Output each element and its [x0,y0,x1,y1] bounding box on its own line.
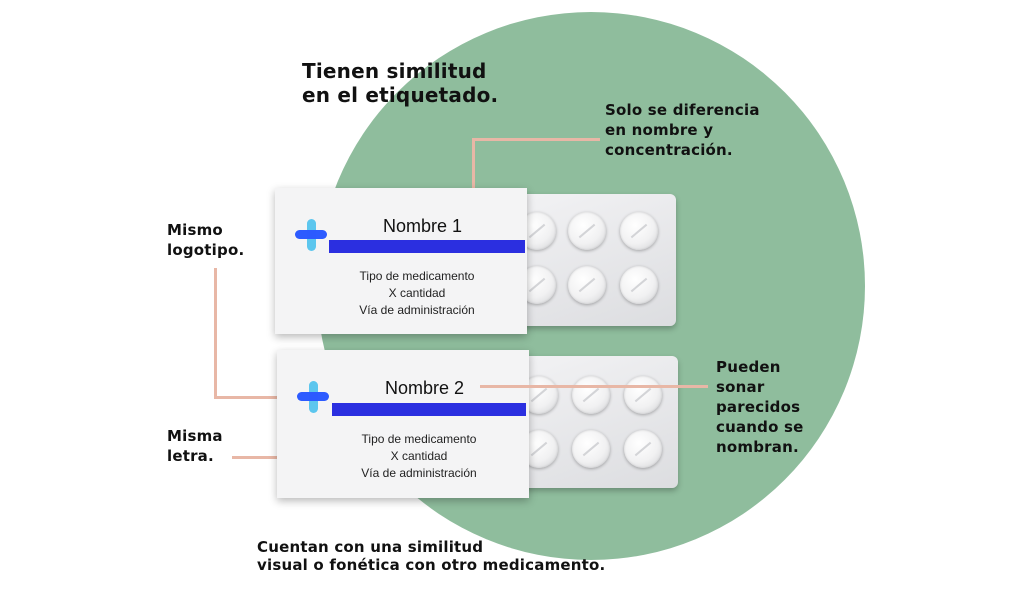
name-underline-bar-2 [332,403,526,416]
pill-icon [620,266,658,304]
medical-cross-logo-icon [297,381,329,413]
connector-logo-v [214,268,217,398]
pill-icon [572,376,610,414]
pill-icon [568,212,606,250]
medical-cross-logo-icon [295,219,327,251]
medication-card-2: Nombre 2 Tipo de medicamento X cantidad … [277,350,529,498]
difference-caption: Solo se diferencia en nombre y concentra… [605,101,760,159]
sound-caption: Pueden sonar parecidos cuando se nombran… [716,358,804,456]
connector-logo-h [214,396,288,399]
connector-difference-h [472,138,600,141]
detail-quantity: X cantidad [390,449,448,463]
details-2: Tipo de medicamento X cantidad Vía de ad… [319,431,519,482]
detail-quantity: X cantidad [388,286,446,300]
logo-caption: Mismo logotipo. [167,221,245,259]
pill-icon [620,212,658,250]
pill-icon [624,430,662,468]
drug-name-1: Nombre 1 [383,216,463,236]
detail-route: Vía de administración [359,303,475,317]
letter-caption: Misma letra. [167,427,223,465]
connector-sound [480,385,708,388]
pill-icon [624,376,662,414]
title-caption: Tienen similitud en el etiquetado. [302,59,499,107]
pill-icon [568,266,606,304]
details-1: Tipo de medicamento X cantidad Vía de ad… [317,268,517,319]
pill-icon [572,430,610,468]
connector-difference-v [472,138,475,208]
blister-pack-2 [520,356,678,488]
name-underline-bar-1 [329,240,525,253]
detail-route: Vía de administración [361,466,477,480]
bottom-caption: Cuentan con una similitud visual o fonét… [257,538,606,574]
medication-card-1: Nombre 1 Tipo de medicamento X cantidad … [275,188,527,334]
detail-type: Tipo de medicamento [359,269,475,283]
detail-type: Tipo de medicamento [361,432,477,446]
blister-pack-1 [518,194,676,326]
drug-name-2: Nombre 2 [385,378,465,398]
